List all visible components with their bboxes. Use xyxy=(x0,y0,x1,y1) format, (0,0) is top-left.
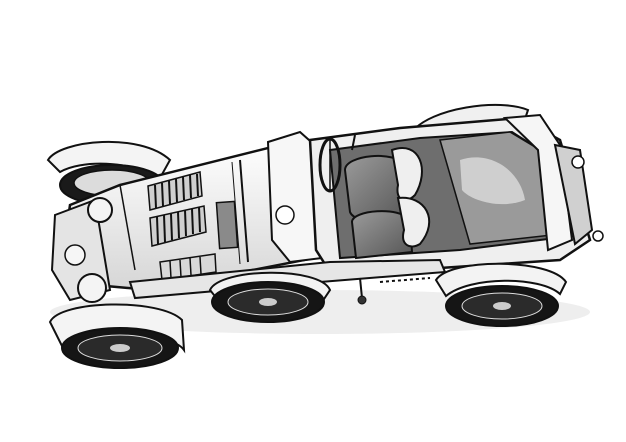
rear-near-wheel xyxy=(434,262,568,327)
headlamp-left xyxy=(87,197,113,223)
headlamp-right xyxy=(77,273,107,303)
seat-front xyxy=(343,147,423,223)
car-body xyxy=(50,113,604,305)
middle-near-wheel xyxy=(208,271,332,323)
seat-rear xyxy=(350,196,431,260)
front-near-wheel xyxy=(48,303,186,369)
hood-vent-upper xyxy=(147,171,203,211)
hood-vent-lower xyxy=(149,205,207,247)
tail-light xyxy=(571,155,585,169)
side-louvres xyxy=(159,253,217,281)
steering-wheel xyxy=(318,134,356,193)
